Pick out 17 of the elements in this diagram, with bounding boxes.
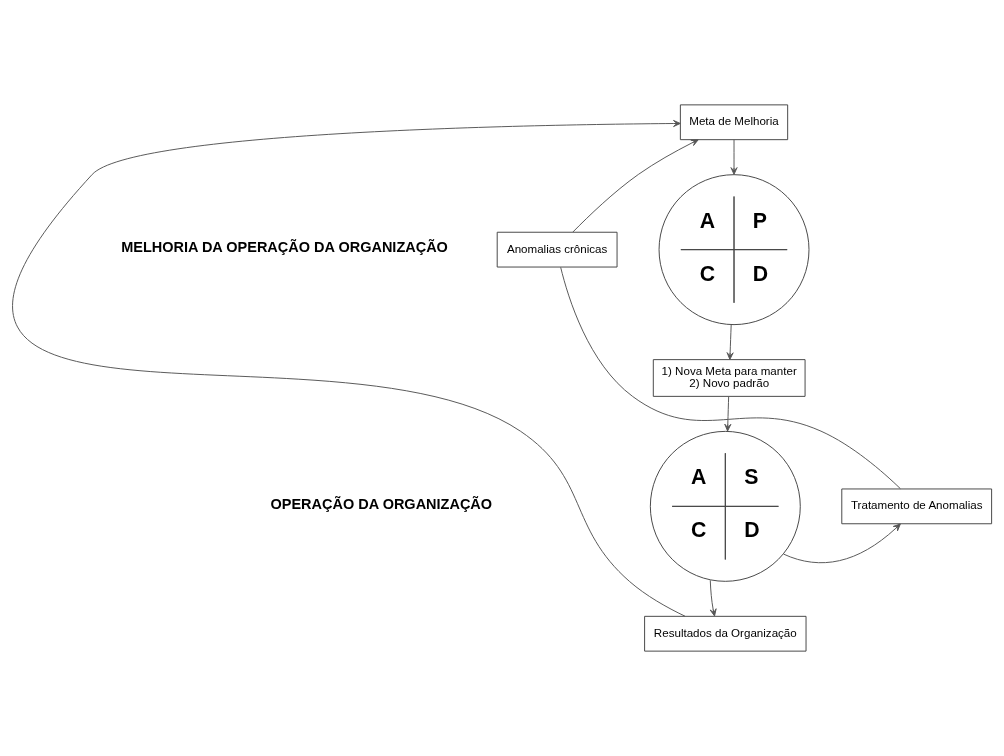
node-circle: A S C D (649, 430, 801, 582)
node-box: Anomalias crônicas (496, 231, 618, 268)
arrow (730, 139, 738, 175)
label: OPERAÇÃO DA ORGANIZAÇÃO (270, 495, 493, 512)
node-circle: A P C D (658, 174, 810, 326)
connector (560, 266, 901, 490)
arrow (726, 324, 734, 360)
arrow (14, 119, 686, 617)
arrow (783, 523, 901, 564)
arrow (724, 396, 732, 432)
arrow (572, 139, 699, 233)
node-box: Meta de Melhoria (679, 104, 789, 141)
node-box: Resultados da Organização (644, 615, 807, 652)
node-box: Tratamento de Anomalias (841, 488, 993, 525)
arrow (709, 579, 717, 617)
node-box: 1) Nova Meta para manter 2) Novo padrão (652, 359, 806, 397)
label: MELHORIA DA OPERAÇÃO DA ORGANIZAÇÃO (121, 239, 448, 256)
